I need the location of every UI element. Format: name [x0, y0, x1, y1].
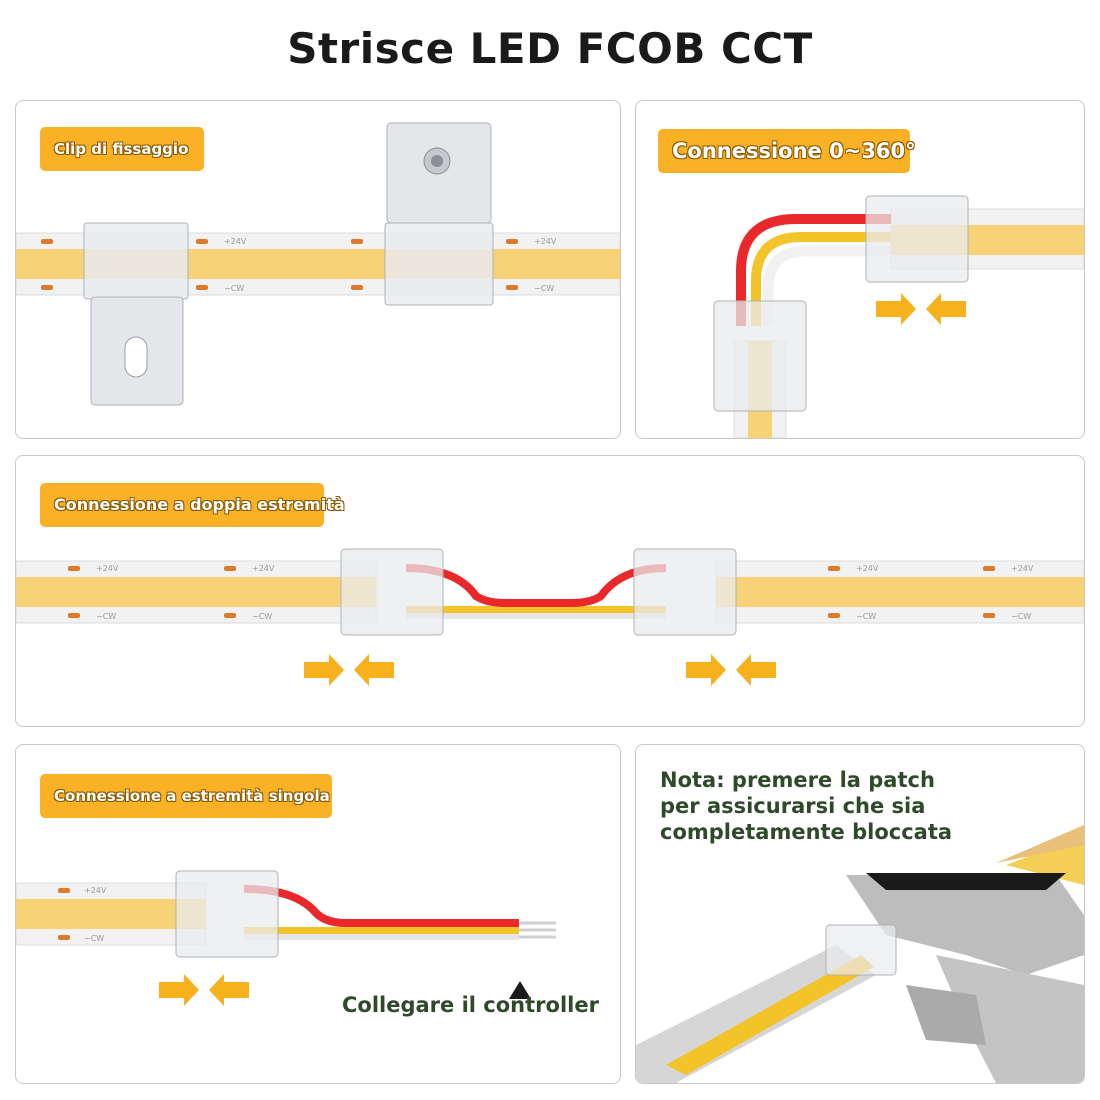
label-clip: Clip di fissaggio	[40, 127, 204, 171]
label-connection-360: Connessione 0~360°	[658, 129, 916, 173]
mounting-clip-closed	[384, 122, 494, 306]
press-tool-illustration	[636, 825, 1084, 1083]
panel-single-end: +24V −CW Connessione a estremità singola…	[15, 744, 621, 1084]
strip-label-cw: −CW	[224, 284, 244, 293]
mounting-clip-open	[83, 222, 189, 406]
strip-label-plus: +24V	[1011, 564, 1034, 573]
strip-label-cw: −CW	[252, 612, 272, 621]
single-connector-illustration: +24V −CW	[16, 870, 556, 1006]
push-arrows	[876, 293, 966, 325]
strip-label-plus: +24V	[224, 237, 247, 246]
strip-label-cw: −CW	[96, 612, 116, 621]
strip-label-plus: +24V	[252, 564, 275, 573]
strip-label-cw: −CW	[534, 284, 554, 293]
push-arrows	[304, 654, 776, 686]
corner-connector-illustration	[713, 195, 1084, 438]
page-title: Strisce LED FCOB CCT	[287, 24, 813, 73]
double-connector-illustration: +24V +24V +24V +24V −CW −CW −CW −CW	[16, 548, 1084, 686]
strip-label-plus: +24V	[856, 564, 879, 573]
triangle-icon	[509, 981, 531, 999]
push-arrows	[159, 974, 249, 1006]
clip-illustration: +24V +24V −CW −CW	[16, 122, 620, 406]
strip-label-cw: −CW	[84, 934, 104, 943]
panel-note: Nota: premere la patch per assicurarsi c…	[635, 744, 1085, 1084]
strip-label-plus: +24V	[534, 237, 557, 246]
panel-double-end: +24V +24V +24V +24V −CW −CW −CW −CW Conn…	[15, 455, 1085, 727]
strip-label-plus: +24V	[84, 886, 107, 895]
caption-controller: Collegare il controller	[342, 993, 599, 1017]
panel-connection-360: Connessione 0~360°	[635, 100, 1085, 439]
strip-label-cw: −CW	[1011, 612, 1031, 621]
panel-clip: +24V +24V −CW −CW Clip di fissaggio	[15, 100, 621, 439]
note-text: Nota: premere la patch per assicurarsi c…	[660, 768, 953, 844]
label-double-end: Connessione a doppia estremità	[40, 483, 345, 527]
strip-label-cw: −CW	[856, 612, 876, 621]
label-single-end: Connessione a estremità singola	[40, 774, 332, 818]
strip-label-plus: +24V	[96, 564, 119, 573]
